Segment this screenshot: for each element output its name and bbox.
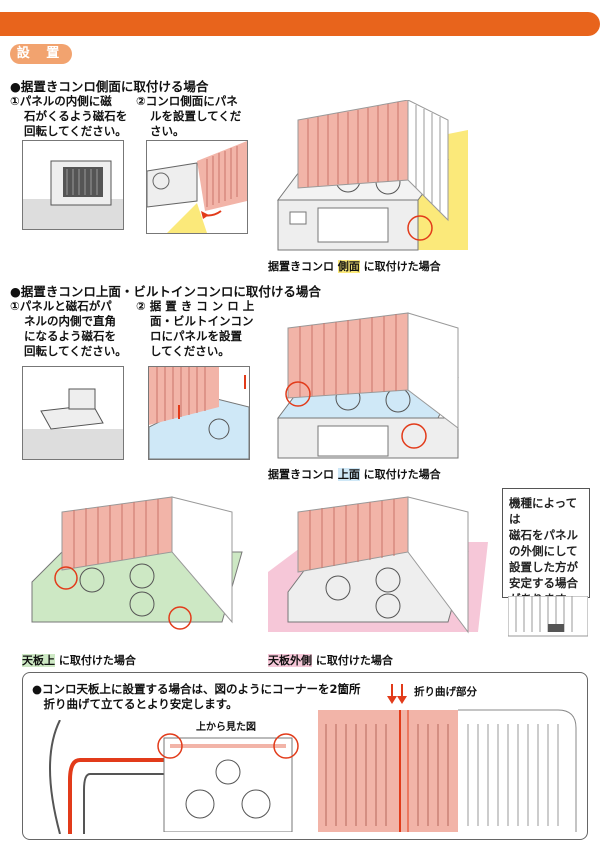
top-mount-illustration — [148, 366, 250, 460]
s1-caption: 据置きコンロ 側面 に取付けた場合 — [268, 260, 441, 273]
header-bar — [0, 12, 600, 36]
fold-tip-text: ●コンロ天板上に設置する場合は、図のようにコーナーを2箇所 折り曲げて立てるとよ… — [32, 682, 361, 711]
top-view-illustration — [156, 732, 300, 832]
folded-panel-illustration — [318, 706, 580, 832]
section2-heading: ●据置きコンロ上面・ビルトインコンロに取付ける場合 — [10, 284, 321, 299]
section-title: 設 置 — [10, 44, 72, 64]
top-mount-stove-illustration — [268, 308, 478, 464]
side-mount-stove-illustration — [268, 100, 478, 256]
outer-edge-mount-illustration — [268, 492, 488, 652]
s2-caption: 据置きコンロ 上面 に取付けた場合 — [268, 468, 441, 481]
section1-heading: ●据置きコンロ側面に取付ける場合 — [10, 79, 209, 94]
countertop-mount-illustration — [22, 492, 252, 652]
outside-magnet-illustration — [508, 596, 588, 644]
top-view-label: 上から見た図 — [196, 722, 256, 733]
s3-caption-mid: 天板外側 に取付けた場合 — [268, 654, 393, 667]
magnet-illustration-2 — [22, 366, 124, 460]
s1-step1: ①パネルの内側に磁石がくるよう磁石を回転してください。 — [10, 94, 128, 138]
fold-arrows-icon — [386, 684, 408, 706]
magnet-illustration-1 — [22, 140, 124, 230]
fold-label: 折り曲げ部分 — [414, 686, 477, 698]
side-mount-illustration — [146, 140, 248, 234]
fold-tip-box — [22, 672, 588, 840]
s2-step1: ①パネルと磁石がパネルの内側で直角になるよう磁石を回転してください。 — [10, 299, 127, 358]
s1-step2: ②コンロ側面にパネルを設置してください。 — [136, 94, 242, 138]
s3-caption-left: 天板上 に取付けた場合 — [22, 654, 136, 667]
s2-step2: ② 据 置 き コ ン ロ 上面・ビルトインコンロにパネルを設置してください。 — [136, 299, 255, 358]
